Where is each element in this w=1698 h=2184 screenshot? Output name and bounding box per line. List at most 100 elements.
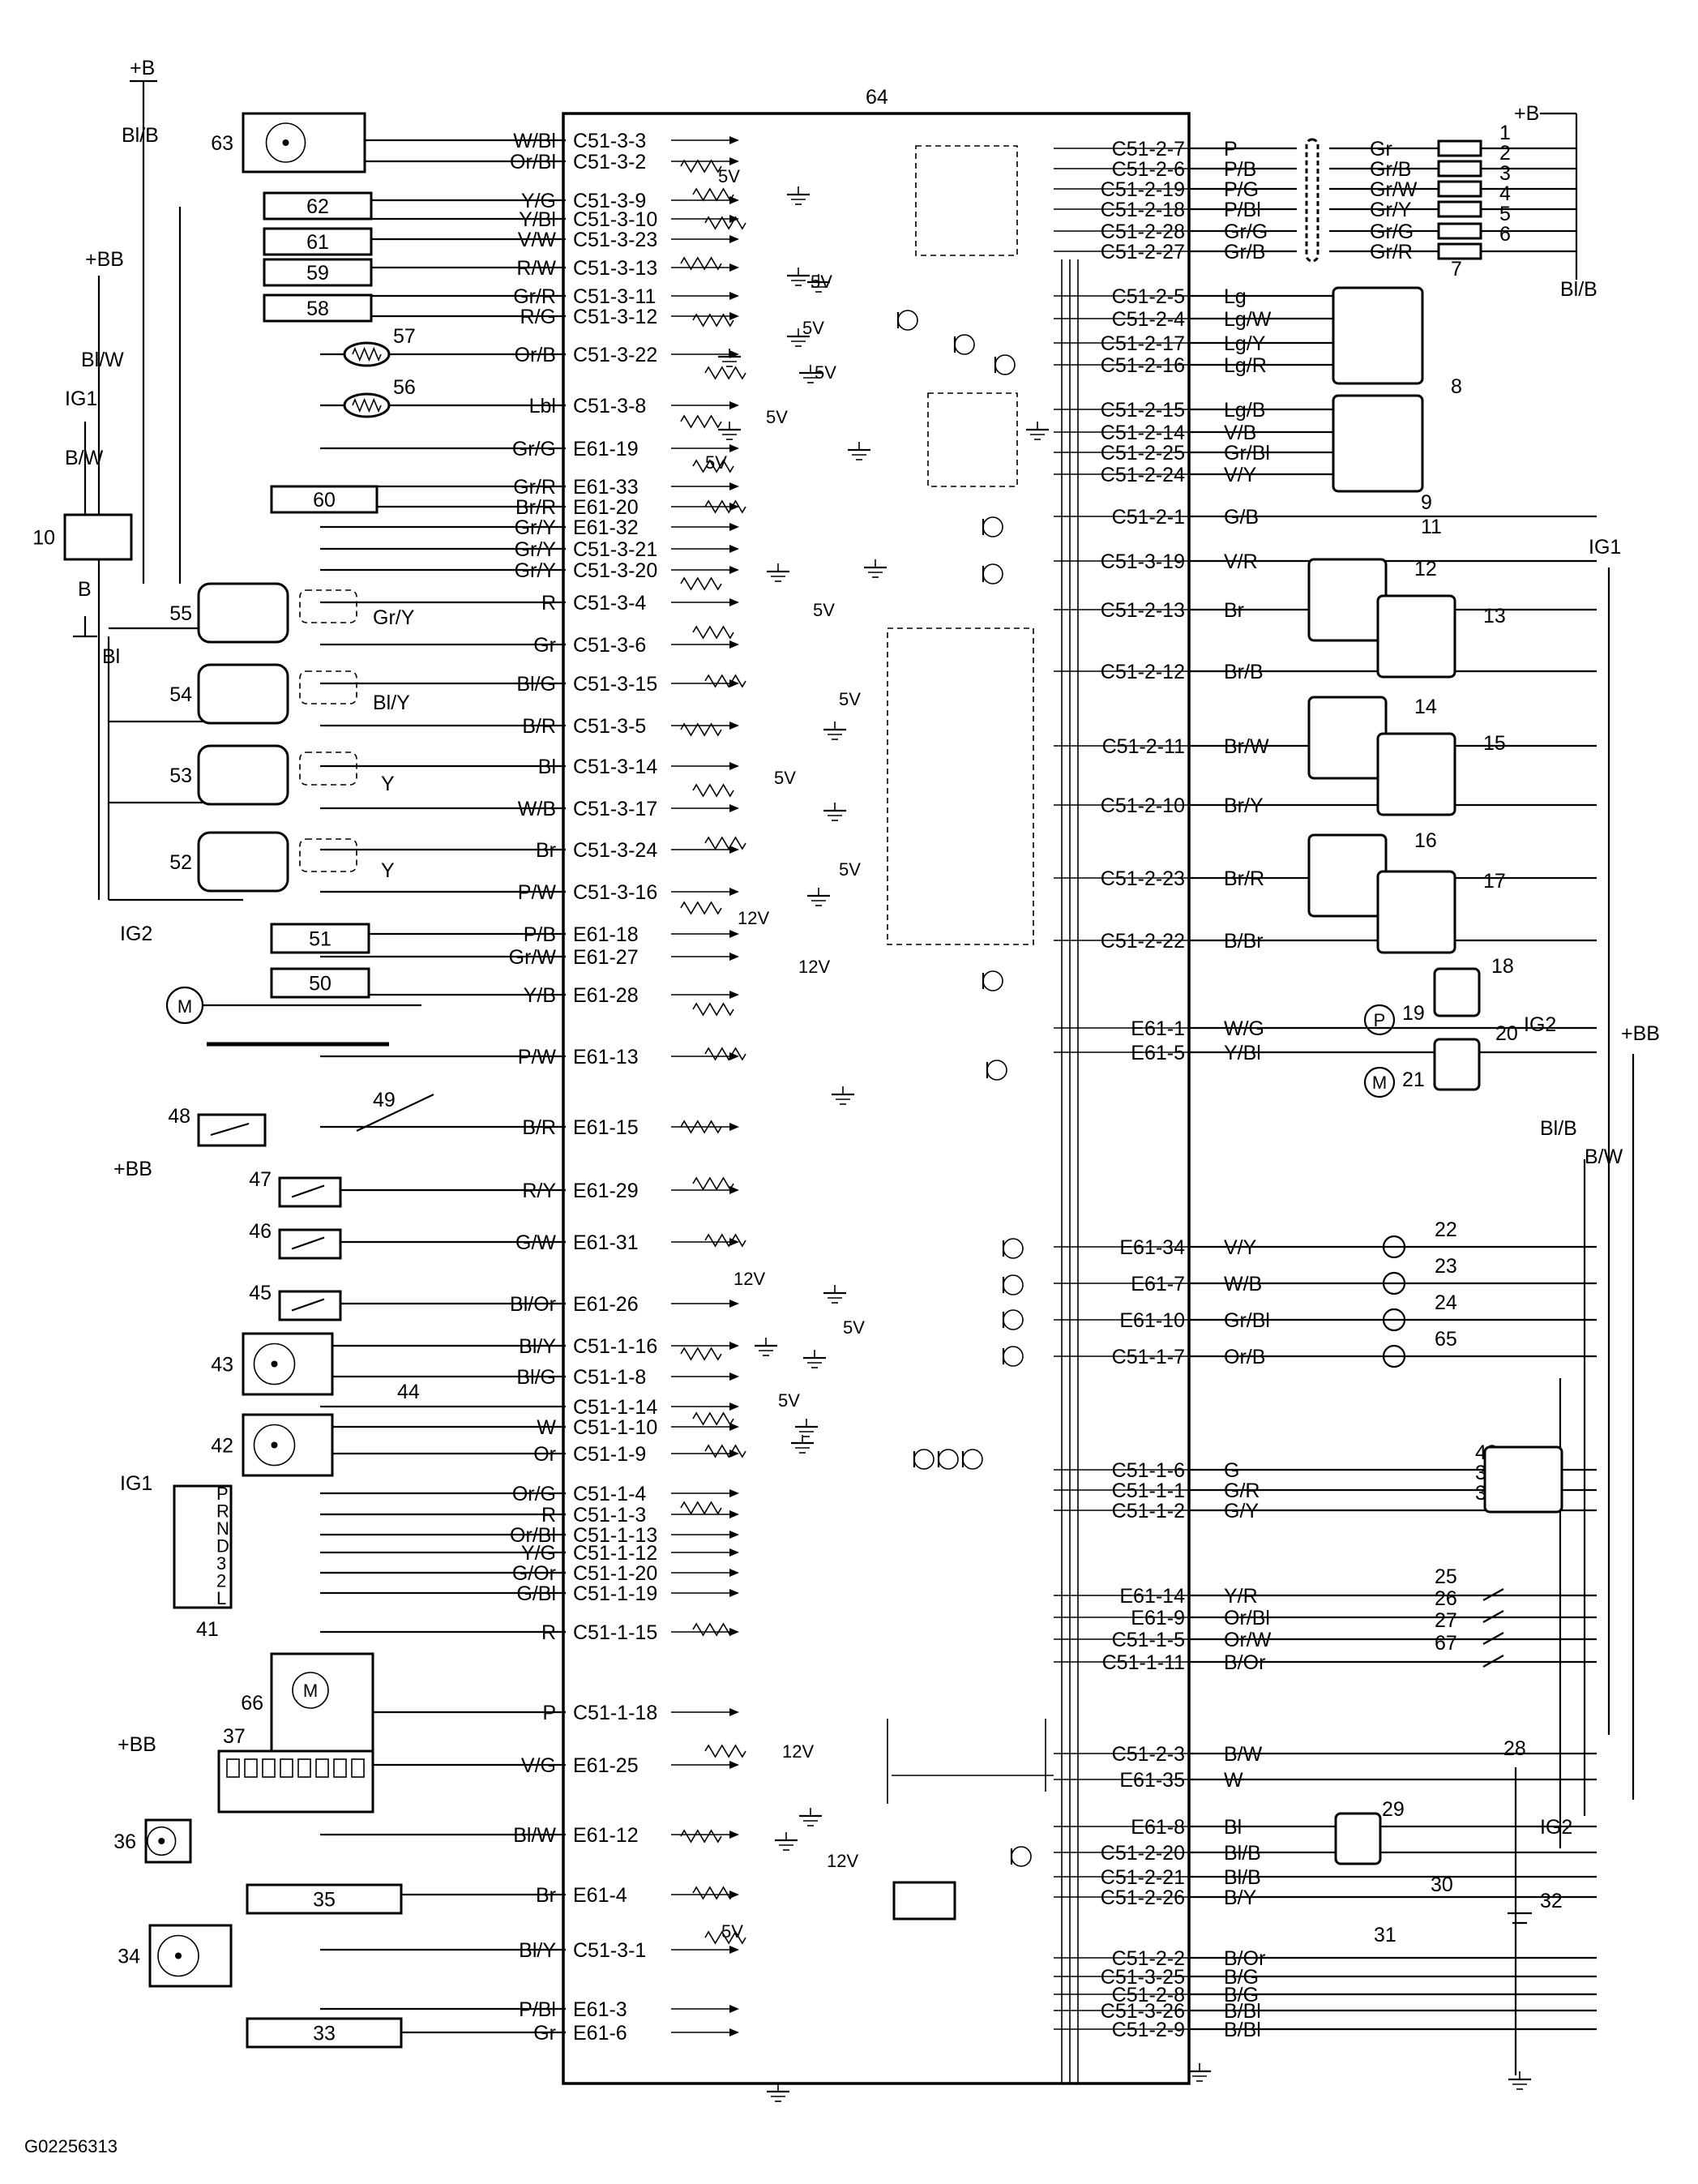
left-pin-label: E61-6: [573, 2022, 627, 2045]
signal-arrow: [729, 1372, 739, 1381]
resistor-symbol: [692, 187, 734, 202]
internal-module: [892, 1881, 956, 1921]
transistor-symbol: [913, 1449, 935, 1470]
resistor-symbol: [692, 459, 734, 473]
component-number: 66: [241, 1692, 263, 1715]
motor-letter: M: [303, 1681, 318, 1701]
range-position-3: 3: [216, 1553, 226, 1574]
component-55: 55: [169, 582, 357, 644]
left-pin-label: C51-3-15: [573, 673, 657, 696]
sensor-dial: [157, 1934, 199, 1977]
left-pin-label: C51-3-23: [573, 229, 657, 251]
ecu-label: 64: [866, 86, 888, 109]
component-number: 62: [306, 195, 329, 218]
component-number: 48: [168, 1105, 190, 1128]
left-pin-label: C51-3-24: [573, 839, 657, 862]
module-box: [1376, 732, 1456, 816]
module-box: [1307, 558, 1388, 642]
left-pin-label: C51-3-5: [573, 715, 646, 738]
wire-bl-left: Bl: [102, 645, 120, 668]
left-pin-label: C51-1-19: [573, 1582, 657, 1605]
component-number: 53: [169, 764, 192, 787]
component-number: 51: [309, 928, 331, 951]
resistor-symbol: [680, 722, 722, 737]
right-pin-label: C51-2-12: [1101, 661, 1185, 683]
component-number: 54: [169, 683, 192, 706]
component-number-24: 24: [1435, 1291, 1457, 1314]
resistor-symbol: [692, 1411, 734, 1426]
right-pin-label: C51-2-6: [1112, 158, 1185, 181]
motor-letter: M: [177, 996, 192, 1017]
wire-bl-w-left: Bl/W: [81, 349, 124, 371]
ecu-outline: [562, 112, 1191, 2085]
component-number: 10: [32, 527, 55, 550]
left-pin-label: E61-27: [573, 946, 639, 969]
component-number: 49: [373, 1089, 396, 1111]
reference-voltage-label: 5V: [839, 689, 861, 709]
signal-arrow: [729, 482, 739, 490]
signal-arrow: [729, 804, 739, 812]
component-number: 37: [223, 1725, 246, 1748]
signal-arrow: [729, 566, 739, 574]
range-switch: [173, 1484, 233, 1609]
range-position-2: 2: [216, 1571, 226, 1591]
component-44: 44: [397, 1381, 420, 1403]
label-ig2-left: IG2: [120, 923, 152, 945]
reference-voltage-label: 12V: [738, 908, 769, 928]
sensor-housing: [242, 1332, 334, 1396]
module-box: [1307, 833, 1388, 918]
component-number-3: 3: [1499, 162, 1511, 185]
left-pin-label: E61-28: [573, 984, 639, 1007]
resistor-symbol: [680, 1347, 722, 1361]
signal-arrow: [729, 401, 739, 409]
shield-bundle: [1305, 138, 1319, 263]
resistor-symbol: [352, 397, 382, 413]
signal-arrow: [729, 503, 739, 511]
component-number-5: 5: [1499, 203, 1511, 225]
sensor-shield: [299, 838, 357, 872]
sensor-housing: [144, 1818, 192, 1864]
component-37: 37: [217, 1725, 374, 1814]
right-pin-label: C51-2-7: [1112, 138, 1185, 161]
resistor-symbol: [352, 346, 382, 362]
component-number: 56: [393, 376, 416, 399]
left-pin-label: E61-33: [573, 476, 639, 499]
reference-voltage-label: 5V: [766, 407, 788, 427]
module-box: [1376, 870, 1456, 954]
signal-arrow: [729, 722, 739, 730]
transistor-symbol: [938, 1449, 959, 1470]
component-53: 53: [169, 744, 357, 806]
left-pin-label: E61-25: [573, 1754, 639, 1777]
resistor-symbol: [704, 1233, 746, 1248]
component-43: 43: [211, 1332, 334, 1396]
component-number-65: 65: [1435, 1328, 1457, 1351]
reference-voltage-label: 12V: [734, 1269, 765, 1289]
component-number-67: 67: [1435, 1632, 1457, 1655]
component-number: 43: [211, 1354, 233, 1377]
left-pin-label: C51-3-17: [573, 798, 657, 820]
relay-housing: [63, 513, 133, 561]
component-59: 59: [263, 258, 373, 287]
component-number: 42: [211, 1435, 233, 1458]
resistor-symbol: [680, 414, 722, 429]
left-pin-label: C51-1-10: [573, 1416, 657, 1439]
component-number: 41: [196, 1618, 219, 1641]
component-number-26: 26: [1435, 1587, 1457, 1610]
range-position-D: D: [216, 1536, 229, 1557]
left-pin-label: C51-3-12: [573, 306, 657, 328]
signal-arrow: [729, 196, 739, 204]
component-36: 36: [113, 1818, 192, 1864]
reference-voltage-label: 5V: [813, 600, 835, 620]
component-number-6: 6: [1499, 223, 1511, 246]
right-pin-label: E61-1: [1131, 1017, 1185, 1040]
label-ig1-right: IG1: [1589, 536, 1621, 559]
right-pin-label: C51-2-8: [1112, 1984, 1185, 2006]
right-pin-label: C51-2-21: [1101, 1866, 1185, 1889]
left-pin-label: C51-3-1: [573, 1939, 646, 1962]
right-pin-label: C51-2-28: [1101, 221, 1185, 243]
left-pin-label: C51-3-13: [573, 257, 657, 280]
component-number-30: 30: [1431, 1874, 1453, 1896]
signal-arrow: [729, 1123, 739, 1131]
reference-voltage-label: 5V: [802, 318, 824, 338]
range-position-N: N: [216, 1518, 229, 1539]
